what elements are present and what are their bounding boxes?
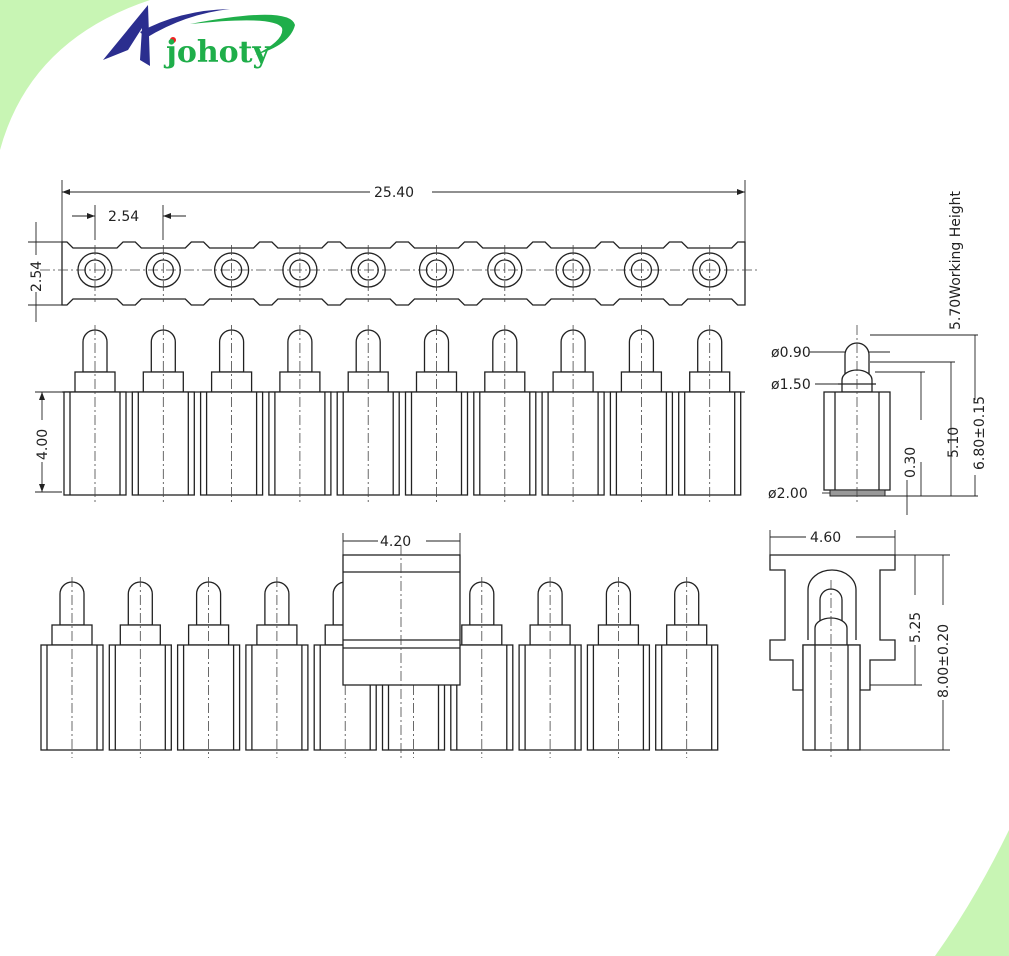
corner-accent-bottom-right bbox=[935, 830, 1009, 956]
svg-text:ø0.90: ø0.90 bbox=[771, 345, 811, 361]
strip-outline bbox=[61, 241, 746, 306]
svg-text:4.60: 4.60 bbox=[810, 530, 841, 546]
barrel bbox=[404, 391, 469, 496]
svg-text:0.30: 0.30 bbox=[903, 447, 919, 478]
dim-overall-length: 25.40 bbox=[61, 180, 746, 245]
barrel bbox=[678, 391, 742, 496]
svg-text:8.00±0.20: 8.00±0.20 bbox=[936, 624, 952, 698]
svg-text:5.10: 5.10 bbox=[946, 427, 962, 458]
side-view-pin: ø0.90 ø1.50 ø2.00 5.70Working Height 6.8… bbox=[768, 190, 988, 515]
fixture-front: 4.20 bbox=[342, 533, 461, 760]
dim-pitch: 2.54 bbox=[72, 205, 186, 240]
svg-text:4.00: 4.00 bbox=[35, 429, 51, 460]
dim-strip-width: 2.54 bbox=[28, 222, 62, 322]
barrel bbox=[541, 391, 605, 496]
svg-text:2.54: 2.54 bbox=[29, 261, 45, 292]
logo-text: johoty bbox=[163, 35, 272, 70]
svg-text:6.80±0.15: 6.80±0.15 bbox=[972, 396, 988, 470]
barrel bbox=[268, 391, 332, 496]
barrel bbox=[199, 391, 264, 496]
svg-text:ø1.50: ø1.50 bbox=[771, 377, 811, 393]
barrel bbox=[336, 391, 400, 496]
front-view-pins bbox=[62, 325, 745, 503]
barrel bbox=[63, 391, 127, 496]
svg-text:ø2.00: ø2.00 bbox=[768, 486, 808, 502]
barrel bbox=[176, 644, 241, 751]
svg-text:25.40: 25.40 bbox=[374, 185, 414, 201]
top-view-strip bbox=[40, 241, 760, 306]
svg-text:4.20: 4.20 bbox=[380, 534, 411, 550]
barrel bbox=[473, 391, 537, 496]
barrel bbox=[131, 391, 195, 496]
svg-text:5.70Working Height: 5.70Working Height bbox=[948, 190, 964, 330]
fixture-side: 4.60 5.25 8.00±0.20 bbox=[769, 530, 952, 760]
barrel bbox=[609, 391, 674, 496]
svg-text:2.54: 2.54 bbox=[108, 209, 139, 225]
svg-text:5.25: 5.25 bbox=[908, 612, 924, 643]
johoty-logo: johoty bbox=[103, 5, 295, 70]
dim-body-height: 4.00 bbox=[35, 391, 62, 493]
corner-accent-top-left bbox=[0, 0, 150, 150]
